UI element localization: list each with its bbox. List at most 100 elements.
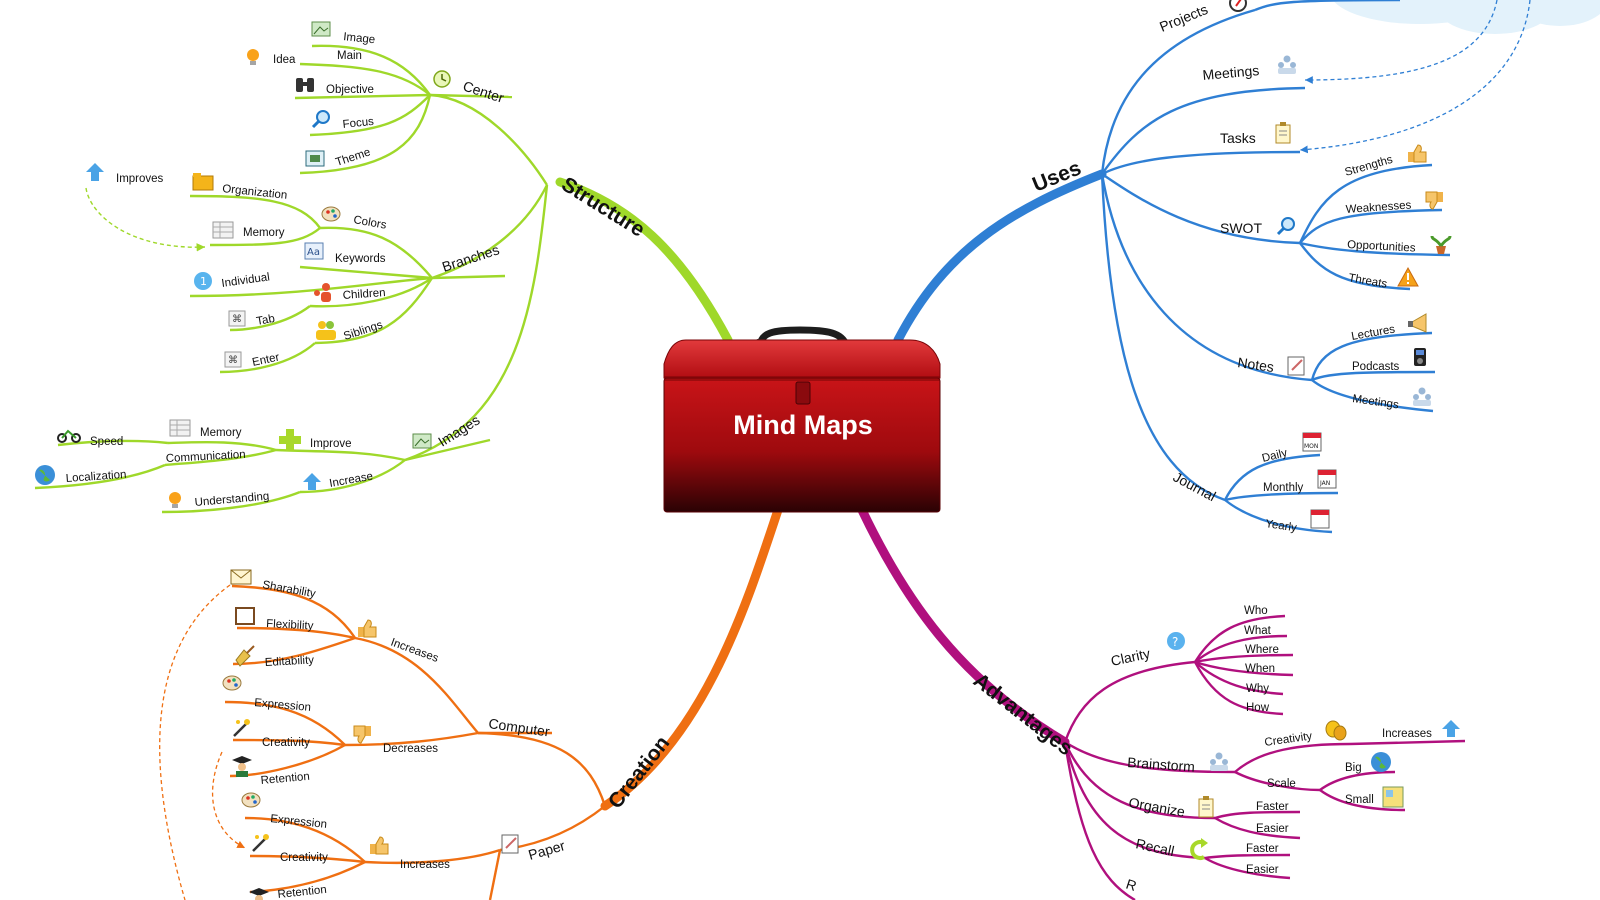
why-label: Why	[1246, 683, 1269, 695]
localization-label: Localization	[65, 469, 126, 485]
memory-label: Memory	[243, 227, 285, 239]
uses-branch	[1100, 0, 1451, 534]
computer-creativity-label: Creativity	[262, 737, 310, 749]
organize-faster-label: Faster	[1256, 801, 1289, 813]
envelope-icon	[230, 569, 252, 585]
advantages-icons: ?	[1167, 632, 1460, 860]
notes-meetings-label: Meetings	[1352, 393, 1400, 411]
up-arrow-icon	[1442, 720, 1460, 737]
creation-dashed-arrow-1	[159, 584, 231, 900]
colors-label: Colors	[352, 214, 387, 232]
siblings-label: Siblings	[342, 319, 384, 343]
increase-label: Increase	[328, 470, 374, 489]
uses-labels: Uses Projects Meetings Tasks SWOT Streng…	[1029, 1, 1416, 534]
advantages-branch	[1063, 614, 1466, 900]
structure-label: Structure	[557, 173, 648, 242]
editability-label: Editability	[265, 654, 315, 669]
where-label: Where	[1245, 644, 1279, 656]
images-memory-label: Memory	[200, 427, 242, 439]
enter-key-icon: ⌘	[224, 351, 242, 368]
creation-labels: Creation Computer Increases Sharability …	[254, 579, 675, 900]
weaknesses-label: Weaknesses	[1345, 199, 1412, 216]
calendar-month-icon: JAN	[1317, 469, 1337, 489]
frame-icon	[235, 607, 255, 625]
threats-label: Threats	[1347, 272, 1388, 291]
computer-expression-label: Expression	[254, 697, 312, 714]
who-label: Who	[1244, 605, 1268, 617]
decreases-label: Decreases	[383, 743, 438, 755]
mon-badge: MON	[1304, 443, 1318, 450]
clipboard-icon	[1275, 122, 1291, 144]
podcasts-label: Podcasts	[1352, 361, 1400, 373]
speed-label: Speed	[90, 436, 123, 448]
advantages-cut-label: R	[1124, 876, 1139, 894]
computer-retention-label: Retention	[260, 771, 310, 787]
clarity-label: Clarity	[1109, 645, 1151, 669]
creation-label: Creation	[604, 732, 675, 813]
uses-trunk	[893, 169, 1107, 345]
creation-dashed-arrow-2	[211, 751, 246, 849]
main-label: Main	[337, 50, 362, 62]
paper-increases-label: Increases	[400, 859, 450, 871]
idea-label: Idea	[273, 54, 296, 66]
meetings-label: Meetings	[1202, 62, 1260, 83]
keywords-label: Keywords	[335, 253, 386, 265]
paper-creativity-label: Creativity	[280, 852, 328, 864]
ipod-icon	[1414, 348, 1426, 366]
opportunities-label: Opportunities	[1347, 239, 1416, 255]
globe-icon	[1371, 752, 1391, 772]
number-one-icon: 1	[194, 272, 212, 290]
svg-text:?: ?	[1172, 635, 1178, 649]
central-title: Mind Maps	[733, 410, 873, 440]
question-icon: ?	[1167, 632, 1185, 650]
big-label: Big	[1345, 762, 1362, 774]
theme-icon	[305, 150, 325, 167]
advantages-trunk	[857, 505, 1070, 747]
when-label: When	[1245, 663, 1275, 675]
journal-label: Journal	[1171, 469, 1219, 505]
meeting-people-icon	[1210, 752, 1228, 771]
improve-label: Improve	[310, 438, 352, 450]
clock-icon	[433, 70, 451, 88]
monthly-label: Monthly	[1263, 482, 1304, 494]
picture-icon	[412, 433, 432, 449]
brainstorm-increases-label: Increases	[1382, 728, 1432, 740]
people-icon	[314, 283, 331, 302]
binoculars-icon	[296, 78, 314, 92]
recall-easier-label: Easier	[1246, 864, 1279, 876]
structure-branch	[34, 44, 549, 514]
structure-icons: Aa 1 ⌘ ⌘	[35, 21, 451, 508]
tab-key-glyph: ⌘	[232, 314, 242, 325]
paper-expression-label: Expression	[270, 813, 328, 831]
creation-trunk	[600, 505, 783, 811]
tab-label: Tab	[255, 313, 275, 328]
structure-labels: Structure Center Image Main Idea Objecti…	[65, 31, 648, 509]
meeting-people-icon	[1278, 55, 1296, 74]
plus-icon	[279, 429, 301, 451]
globe-icon	[35, 465, 55, 485]
folder-icon	[192, 173, 214, 191]
scale-label: Scale	[1267, 778, 1296, 790]
clipboard-icon	[1198, 796, 1214, 818]
svg-text:Aa: Aa	[307, 247, 320, 258]
paper-retention-label: Retention	[277, 884, 327, 900]
uses-icons: MON JAN	[1229, 0, 1452, 529]
lightbulb-icon	[169, 492, 181, 508]
lightbulb-icon	[247, 49, 259, 65]
plant-icon	[1430, 235, 1452, 254]
improves-arrow	[85, 187, 206, 252]
tasks-label: Tasks	[1220, 130, 1256, 146]
siblings-icon	[316, 321, 336, 340]
communication-label: Communication	[166, 449, 246, 465]
calendar-day-icon: MON	[1302, 432, 1322, 452]
notepad-icon	[1287, 356, 1305, 376]
notepad-icon	[501, 834, 519, 854]
up-arrow-icon	[86, 163, 104, 181]
picture-icon	[311, 21, 331, 37]
paper-label: Paper	[526, 837, 567, 863]
yearly-label: Yearly	[1265, 518, 1298, 534]
central-toolbox[interactable]: Mind Maps	[663, 326, 941, 513]
individual-number: 1	[200, 275, 207, 288]
meeting-people-icon	[1413, 387, 1431, 406]
cloud-shape	[1332, 0, 1600, 34]
